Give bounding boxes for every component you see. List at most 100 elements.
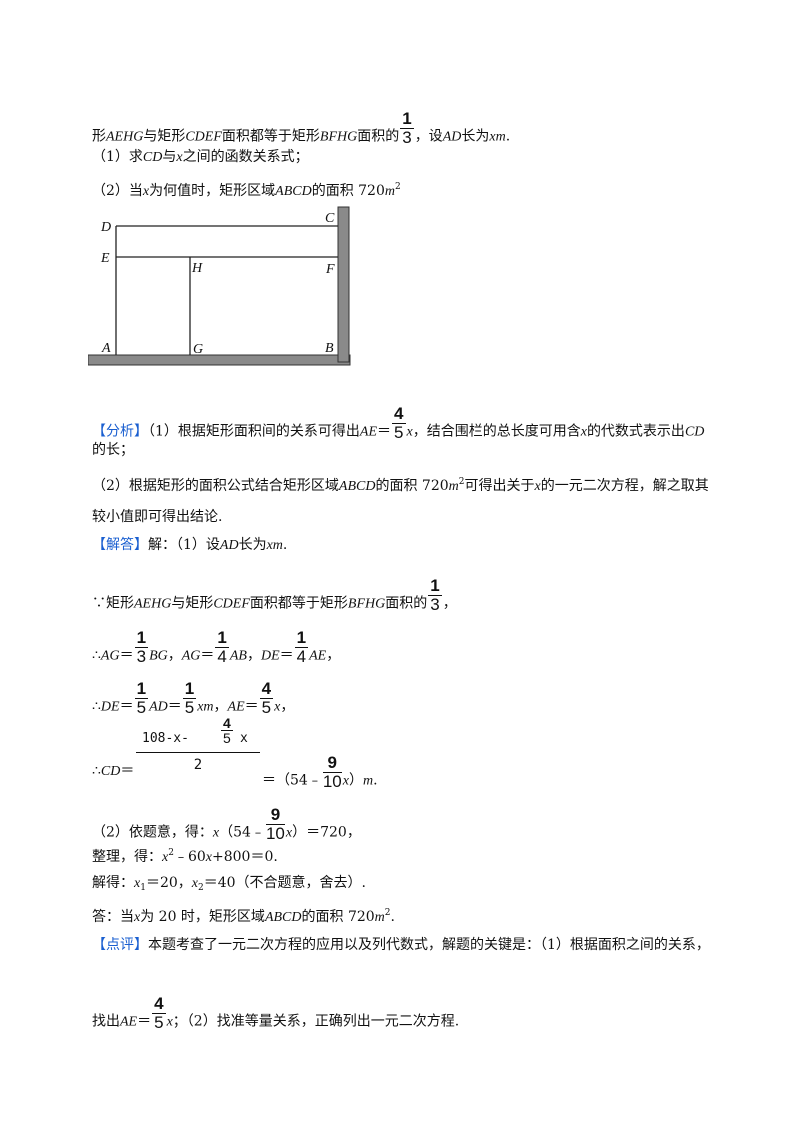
numerator: 9 xyxy=(322,754,342,773)
solution-line-9: 答：当x为 20 时，矩形区域ABCD的面积 720m2. xyxy=(92,904,395,927)
text: ， xyxy=(442,595,457,612)
text: x xyxy=(580,424,587,440)
superscript: 2 xyxy=(384,908,391,918)
analysis-line-2: 的长； xyxy=(92,441,134,459)
label-b: B xyxy=(325,341,334,356)
comment-tag: 【点评】 xyxy=(92,937,148,953)
text: xm xyxy=(197,699,214,715)
text: （1）求 xyxy=(92,149,143,165)
text: ， xyxy=(280,698,295,715)
numerator: 1 xyxy=(182,679,197,699)
denominator: 10 xyxy=(322,772,342,791)
text: AEHG xyxy=(134,596,172,612)
denominator: 5 xyxy=(261,698,272,717)
text: ＝ xyxy=(167,698,182,715)
text: x xyxy=(285,825,293,841)
numerator: 4 xyxy=(259,679,274,699)
text: 的长； xyxy=(92,442,134,458)
text: AD xyxy=(149,699,168,715)
text: ）＝720， xyxy=(292,824,361,841)
text: AE xyxy=(120,1014,138,1030)
text: ＝ xyxy=(137,1013,152,1030)
text: （2）根据矩形的面积公式结合矩形区域 xyxy=(92,478,339,494)
denominator: 5 xyxy=(394,423,404,442)
numerator: 1 xyxy=(134,628,149,648)
text: ，结合围栏的总长度可用含 xyxy=(412,423,581,440)
text: 与矩形 xyxy=(171,595,214,612)
text: 之间的函数关系式； xyxy=(182,149,309,165)
text: x xyxy=(212,825,220,841)
text: ＝（54﹣ xyxy=(262,772,322,789)
text: ＝ xyxy=(377,423,392,440)
numerator: 4 xyxy=(221,715,233,731)
analysis-tag: 【分析】 xyxy=(92,423,148,440)
text: ABCD xyxy=(338,479,376,494)
text: m xyxy=(384,184,395,199)
denominator: 5 xyxy=(154,1013,164,1032)
text: 的一元二次方程，解之取其 xyxy=(540,478,709,494)
text: ＝ xyxy=(244,698,259,715)
denominator: 3 xyxy=(136,647,147,666)
text: 面积都等于矩形 xyxy=(221,128,320,145)
text: . xyxy=(373,772,378,789)
superscript: 2 xyxy=(395,182,401,192)
label-g: G xyxy=(193,342,203,357)
text: 与 xyxy=(162,149,177,165)
bottom-wall xyxy=(88,354,351,366)
text: ，设 xyxy=(414,128,443,145)
text: AB xyxy=(229,648,247,664)
text: x xyxy=(162,850,169,865)
text: AE xyxy=(227,699,245,715)
text: ；（2）找准等量关系，正确列出一元二次方程. xyxy=(172,1013,460,1030)
text: x xyxy=(191,876,198,891)
text: 找出 xyxy=(92,1013,120,1030)
solution-line-5: ∴CD＝ xyxy=(92,762,134,781)
text: x xyxy=(274,699,281,715)
text: m xyxy=(374,910,385,925)
text: CDEF xyxy=(213,596,250,612)
text: AEHG xyxy=(106,129,144,145)
label-h: H xyxy=(191,261,203,276)
text: 长为 xyxy=(238,537,267,553)
text: . xyxy=(505,128,511,145)
text: ABCD xyxy=(264,910,302,925)
text: ∴ xyxy=(92,763,101,779)
text: ， xyxy=(326,647,341,664)
denominator: 3 xyxy=(402,128,412,147)
text: . xyxy=(390,909,395,925)
text: x xyxy=(534,479,541,494)
text: AG xyxy=(100,648,120,664)
text: ＝ xyxy=(119,698,134,715)
text: BFHG xyxy=(347,596,386,612)
text: 较小值即可得出结论. xyxy=(92,509,223,525)
denominator: 10 xyxy=(265,824,285,843)
text: ＝ xyxy=(200,647,215,664)
denominator: 3 xyxy=(430,595,440,614)
text: ） xyxy=(348,772,363,789)
text: 解得： xyxy=(92,875,134,891)
subscript: 2 xyxy=(198,883,204,893)
rectangle-diagram: D C E H F A G B xyxy=(88,206,351,366)
text: ∵矩形 xyxy=(92,595,134,612)
question-2: （2）当x为何值时，矩形区域ABCD的面积 720m2 xyxy=(92,178,401,201)
text: DE xyxy=(100,699,120,715)
label-f: F xyxy=(325,262,335,277)
text: 答：当 xyxy=(92,909,134,925)
text: ＝40（不合题意，舍去）. xyxy=(203,875,366,891)
text: （2）当 xyxy=(92,183,143,199)
text: ， xyxy=(213,698,228,715)
text: CD xyxy=(684,424,705,440)
text: 的代数式表示出 xyxy=(586,423,685,440)
text: 解：（1）设 xyxy=(148,537,220,553)
text: m xyxy=(362,773,374,789)
